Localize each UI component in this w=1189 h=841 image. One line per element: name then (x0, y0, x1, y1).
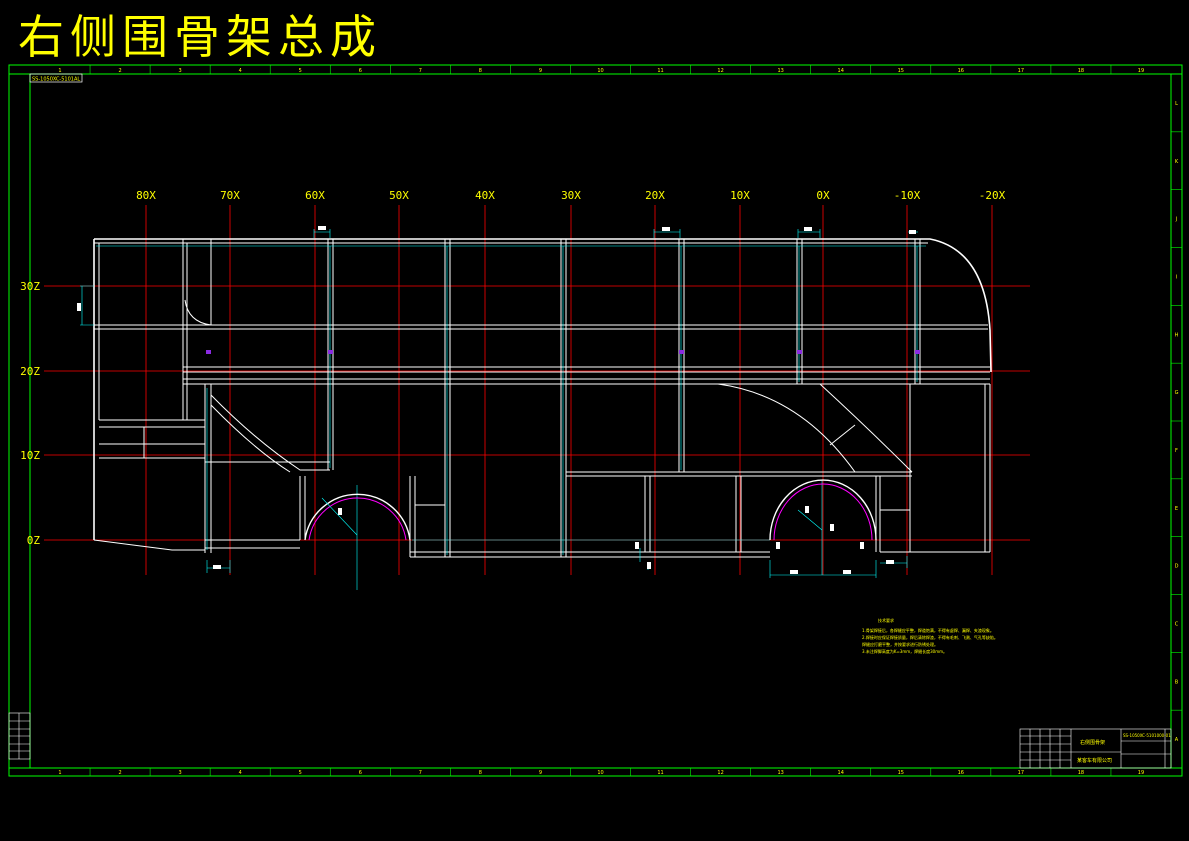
x-grid-label: -10X (894, 189, 921, 202)
zone-number-bottom: 3 (179, 770, 182, 776)
inner-members (96, 245, 926, 590)
wheel-arches (304, 479, 877, 541)
x-grid-labels: 80X 70X 60X 50X 40X 30X 20X 10X 0X -10X -20X (136, 189, 1006, 202)
zone-number-top: 15 (898, 68, 904, 74)
zone-number-top: 8 (479, 68, 482, 74)
note-line-2: 2.焊接时应保证焊接质量，焊后清除焊渣，不得有毛刺、飞溅、气孔等缺陷。 (862, 634, 998, 640)
z-grid-label: 30Z (20, 280, 40, 293)
x-grid-label: 50X (389, 189, 409, 202)
zone-number-bottom: 6 (359, 770, 362, 776)
zone-number-bottom: 10 (597, 770, 603, 776)
drawing-title: 右侧围骨架总成 (18, 10, 382, 64)
zone-number-bottom: 16 (958, 770, 964, 776)
zone-letter: J (1175, 217, 1177, 223)
zone-letter: E (1175, 506, 1178, 512)
zone-number-bottom: 5 (299, 770, 302, 776)
x-grid-label: 0X (816, 189, 830, 202)
zone-letter: C (1175, 621, 1179, 627)
bolt-markers (206, 350, 920, 354)
x-grid-label: 40X (475, 189, 495, 202)
x-grid-label: 20X (645, 189, 665, 202)
zone-letter: K (1175, 159, 1179, 165)
zone-markers-right: L K J I H G F E D C B A (1171, 101, 1182, 743)
drawing-code: SS-1050XC-5101AL (32, 77, 80, 83)
note-line-3: 焊缝应打磨平整，并按要求进行防锈处理。 (862, 641, 938, 647)
zone-number-top: 9 (539, 68, 542, 74)
zone-number-top: 19 (1138, 68, 1144, 74)
zone-number-top: 12 (717, 68, 723, 74)
zone-letter: D (1175, 564, 1179, 570)
zone-number-top: 16 (958, 68, 964, 74)
zone-letter: I (1176, 274, 1177, 280)
zone-number-top: 6 (359, 68, 362, 74)
zone-number-top: 3 (179, 68, 182, 74)
zone-number-bottom: 8 (479, 770, 482, 776)
zone-number-top: 4 (239, 68, 242, 74)
z-gridlines (44, 285, 1030, 541)
zone-number-bottom: 13 (777, 770, 783, 776)
note-line-4: 3.未注焊脚高度为K=3mm，焊缝长度30mm。 (862, 648, 947, 654)
x-gridlines (145, 205, 993, 575)
zone-number-bottom: 14 (838, 770, 844, 776)
zone-letter: G (1175, 390, 1179, 396)
z-grid-label: 0Z (27, 534, 41, 547)
x-grid-label: 60X (305, 189, 325, 202)
zone-number-top: 14 (838, 68, 844, 74)
zone-number-top: 5 (299, 68, 302, 74)
technical-notes: 技术要求 1.骨架焊接后，各焊缝应平整，焊道饱满，不得有虚焊、漏焊、夹渣现象。 … (862, 617, 998, 654)
zone-number-bottom: 11 (657, 770, 663, 776)
company-name: 某客车有限公司 (1077, 757, 1112, 764)
x-grid-label: 10X (730, 189, 750, 202)
z-grid-label: 10Z (20, 449, 40, 462)
z-grid-labels: 30Z 20Z 10Z 0Z (20, 280, 40, 547)
zone-number-bottom: 12 (717, 770, 723, 776)
zone-number-top: 18 (1078, 68, 1084, 74)
sheet-frame (8, 64, 1183, 777)
notes-heading: 技术要求 (878, 617, 894, 623)
zone-letter: A (1175, 737, 1179, 743)
zone-number-top: 2 (118, 68, 121, 74)
dimension-markers (80, 229, 918, 578)
zone-number-bottom: 17 (1018, 770, 1024, 776)
zone-number-bottom: 9 (539, 770, 542, 776)
zone-letter: L (1175, 101, 1178, 107)
zone-number-bottom: 19 (1138, 770, 1144, 776)
x-grid-label: 30X (561, 189, 581, 202)
zone-letter: H (1175, 332, 1179, 338)
z-grid-label: 20Z (20, 365, 40, 378)
zone-letter: F (1175, 448, 1178, 454)
side-frame-structure (93, 238, 992, 558)
zone-number-top: 10 (597, 68, 603, 74)
part-code: SS-1050XC-5101000-01 (1123, 733, 1171, 738)
revision-table (8, 712, 31, 760)
zone-number-bottom: 18 (1078, 770, 1084, 776)
dimension-tags (77, 226, 916, 574)
zone-letter: B (1175, 679, 1179, 685)
drawing-code-box: SS-1050XC-5101AL (29, 73, 83, 83)
x-grid-label: -20X (979, 189, 1006, 202)
zone-number-top: 11 (657, 68, 663, 74)
zone-number-bottom: 1 (58, 770, 61, 776)
zone-number-top: 17 (1018, 68, 1024, 74)
x-grid-label: 80X (136, 189, 156, 202)
x-grid-label: 70X (220, 189, 240, 202)
zone-number-bottom: 4 (239, 770, 242, 776)
zone-number-bottom: 7 (419, 770, 422, 776)
zone-number-top: 1 (58, 68, 61, 74)
note-line-1: 1.骨架焊接后，各焊缝应平整，焊道饱满，不得有虚焊、漏焊、夹渣现象。 (862, 627, 994, 633)
zone-number-top: 7 (419, 68, 422, 74)
title-block: 右侧围骨架 某客车有限公司 SS-1050XC-5101000-01 (1019, 728, 1172, 769)
zone-number-bottom: 2 (118, 770, 121, 776)
zone-number-top: 13 (777, 68, 783, 74)
zone-number-bottom: 15 (898, 770, 904, 776)
part-name: 右侧围骨架 (1080, 739, 1105, 746)
